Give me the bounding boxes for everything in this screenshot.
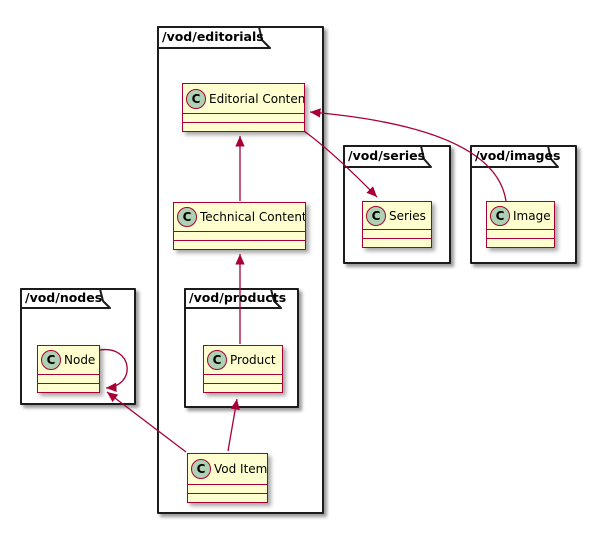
class-stereotype-icon: C <box>490 205 510 226</box>
class-stereotype-icon: C <box>41 350 61 370</box>
class-stereotype-icon: C <box>191 459 211 479</box>
class-title-row: C Editorial Content <box>183 84 304 113</box>
fields-compartment <box>38 374 99 383</box>
class-stereotype-icon: C <box>186 88 206 109</box>
arrow-node-self-loop <box>99 349 128 392</box>
class-title-row: C Image <box>487 202 554 229</box>
package-label-images: /vod/images <box>475 148 561 163</box>
class-name: Node <box>64 353 96 367</box>
class-title-row: C Vod Item <box>188 454 267 484</box>
methods-compartment <box>204 383 282 392</box>
class-stereotype-icon: C <box>207 350 227 370</box>
methods-compartment <box>38 383 99 392</box>
class-title-row: C Product <box>204 346 282 374</box>
class-name: Series <box>389 208 426 223</box>
class-stereotype-icon: C <box>177 207 197 227</box>
class-name: Vod Item <box>214 462 267 476</box>
class-editorial-content: C Editorial Content <box>182 83 305 132</box>
class-image: C Image <box>486 201 555 248</box>
class-node: C Node <box>37 345 100 393</box>
fields-compartment <box>183 113 304 122</box>
fields-compartment <box>204 374 282 383</box>
package-label-products: /vod/products <box>189 290 287 305</box>
class-title-row: C Technical Content <box>174 203 305 231</box>
arrow-vod-item-to-node <box>106 391 187 453</box>
class-name: Technical Content <box>200 210 305 224</box>
package-label-nodes: /vod/nodes <box>25 290 103 305</box>
methods-compartment <box>363 238 431 247</box>
class-title-row: C Node <box>38 346 99 374</box>
class-product: C Product <box>203 345 283 393</box>
package-label-series: /vod/series <box>348 148 426 163</box>
class-name: Editorial Content <box>209 91 304 106</box>
arrow-editorial-content-to-series <box>303 130 378 198</box>
methods-compartment <box>188 493 267 502</box>
class-stereotype-icon: C <box>366 205 386 226</box>
fields-compartment <box>363 229 431 238</box>
arrow-vod-item-to-product <box>227 398 240 452</box>
class-name: Image <box>513 208 551 223</box>
class-title-row: C Series <box>363 202 431 229</box>
class-technical-content: C Technical Content <box>173 202 306 250</box>
class-series: C Series <box>362 201 432 248</box>
arrow-image-to-editorial-content <box>309 108 507 202</box>
fields-compartment <box>174 231 305 240</box>
class-name: Product <box>230 353 276 367</box>
fields-compartment <box>487 229 554 238</box>
methods-compartment <box>174 240 305 249</box>
package-label-editorials: /vod/editorials <box>162 29 264 44</box>
fields-compartment <box>188 484 267 493</box>
class-vod-item: C Vod Item <box>187 453 268 503</box>
methods-compartment <box>183 122 304 131</box>
methods-compartment <box>487 238 554 247</box>
